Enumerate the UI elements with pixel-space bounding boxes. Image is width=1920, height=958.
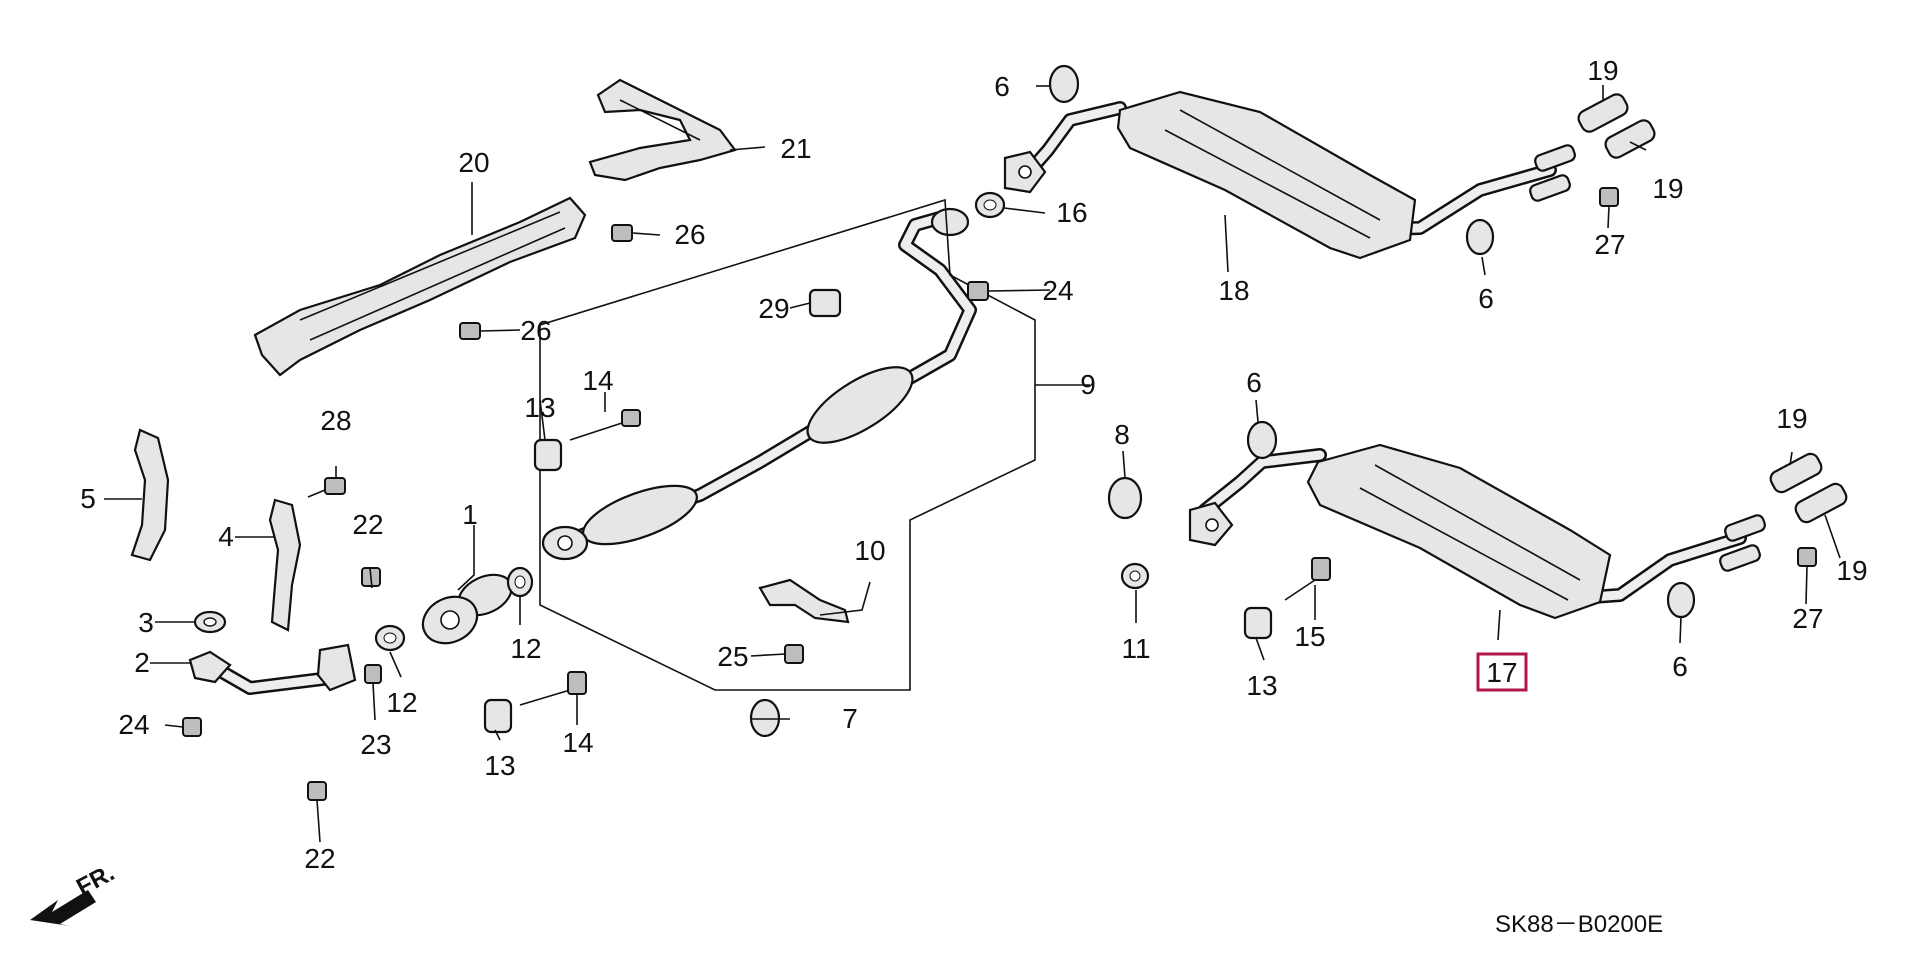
callout-6-top: 6 [994,71,1010,102]
diagram-code: SK88－B0200E [1495,911,1663,938]
rubber-mount-6-top[interactable] [1048,64,1080,104]
callout-19-lower-a: 19 [1776,403,1807,434]
gasket-12-right[interactable] [506,566,534,598]
callout-14-lower: 14 [562,727,593,758]
nut-29[interactable] [808,288,842,318]
front-pipe-2[interactable] [188,643,357,695]
bracket-4[interactable] [268,498,302,632]
callout-21: 21 [780,133,811,164]
callout-22-lower: 22 [304,843,335,874]
callout-10: 10 [854,535,885,566]
bolt-14-upper[interactable] [569,409,641,441]
callout-4: 4 [218,521,234,552]
bracket-5[interactable] [130,428,170,562]
callout-11: 11 [1121,633,1150,664]
callout-13-lower: 13 [484,750,515,781]
tail-pipe-19-upper-a[interactable] [1576,92,1630,135]
bolt-15[interactable] [1284,557,1331,601]
nut-24-right[interactable] [967,281,989,301]
bracket-group-9 [539,198,1036,691]
callout-14-upper: 14 [582,365,613,396]
nut-23[interactable] [364,664,382,684]
callout-12-left: 12 [386,687,417,718]
callout-17[interactable]: 17 [1486,657,1517,688]
callout-12-right: 12 [510,633,541,664]
callout-26-lower: 26 [520,315,551,346]
callout-18: 18 [1218,275,1249,306]
bolt-26-lower[interactable] [459,322,481,340]
callout-27-upper: 27 [1594,229,1625,260]
rubber-mount-6-lower-right[interactable] [1666,581,1696,619]
gasket-16[interactable] [974,191,1006,219]
gasket-3[interactable] [193,610,227,634]
callout-1: 1 [462,499,478,530]
callout-22-upper: 22 [352,509,383,540]
catalytic-converter-pipe-9[interactable] [541,207,977,561]
bolt-14-lower[interactable] [519,671,587,706]
callout-15: 15 [1294,621,1325,652]
callout-26-upper: 26 [674,219,705,250]
tail-pipe-19-upper-b[interactable] [1603,118,1657,161]
callout-24-left: 24 [118,709,149,740]
rubber-mount-6-middle[interactable] [1246,420,1278,460]
callout-13-right: 13 [1246,670,1277,701]
gasket-11[interactable] [1120,562,1150,590]
callout-5: 5 [80,483,96,514]
bolt-25[interactable] [784,644,804,664]
callout-3: 3 [138,607,154,638]
muffler-17[interactable] [1188,443,1767,620]
callout-8: 8 [1114,419,1130,450]
spring-13-right[interactable] [1243,606,1273,640]
callout-6-upper-right: 6 [1478,283,1494,314]
muffler-18[interactable] [1003,90,1577,260]
callout-23: 23 [360,729,391,760]
nut-24-left[interactable] [182,717,202,737]
callout-2: 2 [134,647,150,678]
heat-shield-21[interactable] [588,78,737,182]
gasket-12-left[interactable] [374,624,406,652]
tail-pipe-19-lower-a[interactable] [1768,451,1824,495]
callout-29: 29 [758,293,789,324]
bolt-27-lower[interactable] [1797,547,1817,567]
callout-27-lower: 27 [1792,603,1823,634]
heat-shield-20[interactable] [253,196,587,377]
spring-13-upper[interactable] [533,438,563,472]
callout-19-lower-b: 19 [1836,555,1867,586]
callout-25: 25 [717,641,748,672]
spring-13-lower[interactable] [483,698,513,734]
callout-6-lower-right: 6 [1672,651,1688,682]
callout-19-upper-b: 19 [1652,173,1683,204]
callout-6-middle: 6 [1246,367,1262,398]
bolt-28[interactable] [307,477,346,498]
callout-19-upper-a: 19 [1587,55,1618,86]
rubber-mount-7[interactable] [749,698,781,738]
callout-24-right: 24 [1042,275,1073,306]
leader-lines [104,85,1841,843]
callout-7: 7 [842,703,858,734]
callout-28: 28 [320,405,351,436]
callout-16: 16 [1056,197,1087,228]
tail-pipe-19-lower-b[interactable] [1793,481,1849,525]
callout-9: 9 [1080,369,1096,400]
callout-17-highlight-box [1476,652,1528,692]
front-indicator-label: FR. [72,859,119,901]
bolt-27-upper[interactable] [1599,187,1619,207]
bolt-26-upper[interactable] [611,224,633,242]
callout-20: 20 [458,147,489,178]
nut-22-lower[interactable] [307,781,327,801]
callout-13-upper: 13 [524,392,555,423]
flex-pipe-1[interactable] [415,567,518,652]
rubber-mount-8[interactable] [1107,476,1143,520]
front-direction-arrow-icon: FR. [30,859,119,926]
rubber-mount-6-upper-right[interactable] [1465,218,1495,256]
bracket-10[interactable] [758,578,850,624]
